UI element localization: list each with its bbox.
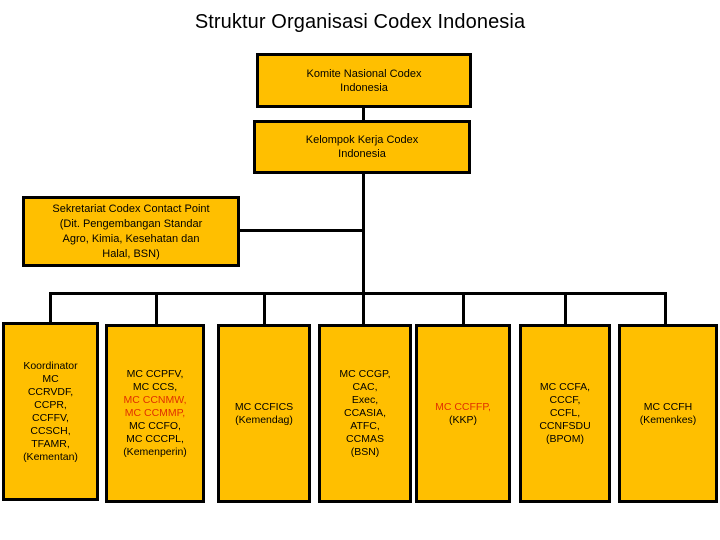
- unit-kementan-text: Koordinator MC CCRVDF, CCPR, CCFFV, CCSC…: [23, 359, 78, 463]
- node-unit-kemendag[interactable]: MC CCFICS (Kemendag): [217, 324, 311, 503]
- connector-drop-5: [462, 292, 465, 324]
- unit-kkp-text-bottom: (KKP): [448, 413, 477, 426]
- node-unit-kemenperin[interactable]: MC CCPFV, MC CCS, MC CCNMW, MC CCMMP, MC…: [105, 324, 205, 503]
- connector-drop-1: [49, 292, 52, 322]
- connector-drop-6: [564, 292, 567, 324]
- connector-sekretariat-trunk: [238, 229, 365, 232]
- node-sekretariat-label: Sekretariat Codex Contact Point (Dit. Pe…: [52, 202, 210, 260]
- connector-drop-4: [362, 292, 365, 324]
- connector-kelompok-trunk: [362, 172, 365, 294]
- unit-kemenperin-text-bottom: MC CCFO, MC CCCPL, (Kemenperin): [123, 420, 187, 458]
- connector-drop-7: [664, 292, 667, 324]
- node-komite-label: Komite Nasional Codex Indonesia: [306, 67, 422, 94]
- connector-drop-3: [263, 292, 266, 324]
- unit-bpom-text: MC CCFA, CCCF, CCFL, CCNFSDU (BPOM): [539, 381, 591, 445]
- node-unit-kemenkes[interactable]: MC CCFH (Kemenkes): [618, 324, 718, 503]
- node-sekretariat[interactable]: Sekretariat Codex Contact Point (Dit. Pe…: [22, 196, 240, 267]
- unit-kemenperin-text-top: MC CCPFV, MC CCS,: [126, 368, 184, 393]
- unit-kemenperin-text-highlight: MC CCNMW, MC CCMMP,: [123, 394, 187, 419]
- connector-drop-2: [155, 292, 158, 324]
- connector-bus: [49, 292, 667, 295]
- unit-kkp-text-highlight: MC CCFFP,: [435, 400, 491, 413]
- unit-bsn-text: MC CCGP, CAC, Exec, CCASIA, ATFC, CCMAS …: [339, 368, 391, 458]
- unit-kemendag-text: MC CCFICS (Kemendag): [234, 400, 294, 426]
- connector-komite-kelompok: [362, 107, 365, 123]
- node-unit-bsn[interactable]: MC CCGP, CAC, Exec, CCASIA, ATFC, CCMAS …: [318, 324, 412, 503]
- node-unit-kkp[interactable]: MC CCFFP, (KKP): [415, 324, 511, 503]
- unit-kemenkes-text: MC CCFH (Kemenkes): [639, 400, 697, 426]
- node-kelompok-label: Kelompok Kerja Codex Indonesia: [305, 134, 419, 160]
- node-unit-kementan[interactable]: Koordinator MC CCRVDF, CCPR, CCFFV, CCSC…: [2, 322, 99, 501]
- node-komite-nasional[interactable]: Komite Nasional Codex Indonesia: [256, 53, 472, 108]
- node-kelompok-kerja[interactable]: Kelompok Kerja Codex Indonesia: [253, 120, 471, 174]
- page-title: Struktur Organisasi Codex Indonesia: [194, 11, 526, 33]
- node-unit-bpom[interactable]: MC CCFA, CCCF, CCFL, CCNFSDU (BPOM): [519, 324, 611, 503]
